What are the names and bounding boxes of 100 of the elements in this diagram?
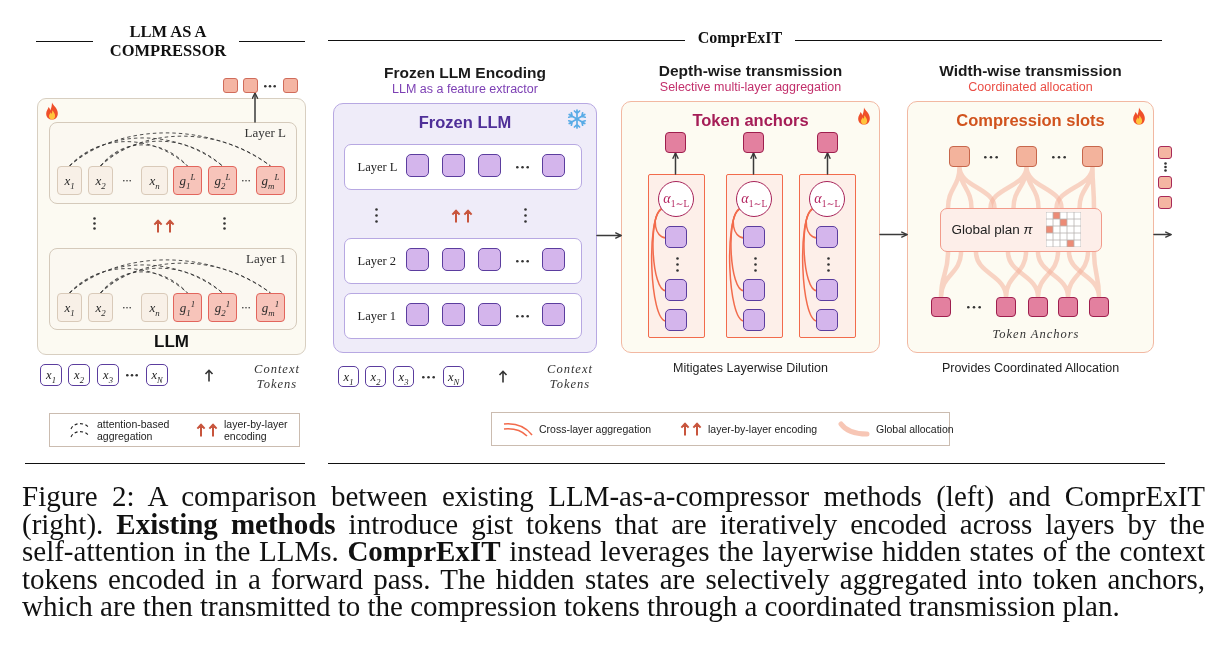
panel-note: Provides Coordinated Allocation: [941, 361, 1120, 376]
allocation-line: [1035, 249, 1091, 300]
token-box: [146, 364, 168, 386]
legend-label: Global allocation: [876, 422, 954, 436]
legend-label: layer-by-layer encoding: [708, 422, 819, 436]
hidden-state-token: [478, 303, 501, 326]
token-label: x$_{1}$: [64, 173, 75, 188]
hidden-state-token: [542, 303, 565, 326]
token-box: [88, 293, 113, 322]
layer-panel: [49, 122, 297, 204]
token-label: x$_{3}$: [398, 369, 409, 384]
token-box: [173, 293, 202, 322]
layer-label: Layer L: [244, 125, 286, 141]
layer-panel: [343, 292, 582, 339]
hidden-state-token: [743, 279, 766, 302]
hidden-state-token: [665, 226, 688, 249]
attention-arc: [100, 262, 271, 294]
token-box: [97, 364, 119, 386]
token-box: [393, 366, 414, 387]
token-label: x$_{N}$: [447, 369, 460, 384]
aggregation-curve: [728, 208, 745, 322]
output-token: [1158, 146, 1172, 159]
token-label: x$_{1}$: [343, 369, 354, 384]
token-box: [57, 293, 82, 322]
hidden-state-token: [406, 303, 429, 326]
aggregation-curve: [650, 208, 667, 322]
arrow: [672, 152, 679, 175]
model-panel: [37, 98, 306, 355]
token-label: x$_{2}$: [95, 173, 106, 188]
token-box: [88, 166, 113, 195]
row-label: Context Tokens: [253, 362, 301, 392]
aggregation-column: [725, 173, 783, 338]
token-box: [57, 166, 82, 195]
weight-label: α$_{1∼L}$: [663, 191, 690, 208]
arrow: [824, 152, 831, 175]
arrow: [1153, 231, 1172, 239]
weight-label: α$_{1∼L}$: [814, 191, 841, 208]
slot-token: [948, 145, 970, 167]
arrow: [251, 92, 259, 123]
layer-label: Layer 1: [245, 251, 286, 267]
token-label: x$_{N}$: [151, 368, 163, 382]
legend-label: layer-by-layer encoding: [224, 417, 289, 443]
figure-caption: Figure 2: A comparison between existing LLM-as-a-compressor methods (left) and ComprExIT (right). Existing methods introduce gist tokens that are iteratively encoded across layers by the self-attention in the LLMs. ComprExIT instead leverages the layerwise hidden states of the context tokens encoded in a forward pass. The hidden states are selectively aggregated into token anchors, which are then transmitted to the compression tokens through a coordinated transmission plan.: [22, 483, 1205, 621]
allocation-line: [973, 249, 1029, 300]
layer-label: Layer 1: [357, 308, 397, 323]
anchor-token: [742, 131, 764, 153]
aggregation-column: [798, 173, 856, 338]
arrow: [596, 232, 622, 239]
panel-heading: Width-wise transmission: [939, 61, 1122, 80]
plan-box: [939, 207, 1102, 252]
attention-arc: [100, 135, 271, 167]
hidden-state-token: [406, 154, 429, 177]
section-heading: ComprExIT: [697, 29, 783, 47]
output-token: [223, 78, 238, 93]
token-label: x$_{n}$: [149, 300, 160, 315]
token-label: x$_{n}$: [149, 173, 160, 188]
token-box: [338, 366, 359, 387]
legend-label: Cross-layer aggregation: [539, 422, 653, 436]
weight-circle: [658, 181, 695, 218]
hidden-state-token: [816, 279, 839, 302]
hidden-state-token: [406, 248, 429, 271]
token-box: [141, 166, 168, 195]
layer-label: Layer 2: [357, 253, 397, 268]
layer-panel: [49, 248, 297, 330]
panel-subtitle: Coordinated allocation: [968, 80, 1093, 95]
allocation-line: [988, 164, 1064, 211]
weight-label: α$_{1∼L}$: [741, 191, 768, 208]
token-box: [68, 364, 90, 386]
allocation-line: [1005, 249, 1061, 300]
token-box: [256, 166, 285, 195]
hidden-state-token: [816, 309, 839, 332]
token-box: [365, 366, 386, 387]
hidden-state-token: [665, 309, 688, 332]
plan-label: Global plan π: [951, 221, 1033, 238]
token-box: [208, 166, 237, 195]
anchor-token: [1088, 296, 1109, 317]
anchor-token: [930, 296, 951, 317]
weight-circle: [809, 181, 846, 218]
hidden-state-token: [442, 303, 465, 326]
token-box: [173, 166, 202, 195]
output-token: [1158, 196, 1172, 209]
output-token: [283, 78, 298, 93]
token-box: [256, 293, 285, 322]
hidden-state-token: [442, 248, 465, 271]
hidden-state-token: [442, 154, 465, 177]
token-box: [141, 293, 168, 322]
panel-title: Token anchors: [692, 110, 809, 130]
row-label: Context Tokens: [546, 362, 594, 392]
layer-panel: [343, 237, 582, 284]
panel-heading: Depth-wise transmission: [658, 61, 843, 80]
legend-label: attention-based aggregation: [97, 417, 171, 443]
anchor-token: [1057, 296, 1078, 317]
token-label: x$_{2}$: [74, 368, 84, 382]
panel-subtitle: Selective multi-layer aggregation: [659, 80, 842, 95]
arrow: [879, 231, 908, 239]
model-title: LLM: [154, 332, 189, 352]
anchor-token: [816, 131, 838, 153]
panel-heading: Frozen LLM Encoding: [384, 63, 546, 82]
hidden-state-token: [816, 226, 839, 249]
panel-title: Frozen LLM: [418, 112, 512, 132]
